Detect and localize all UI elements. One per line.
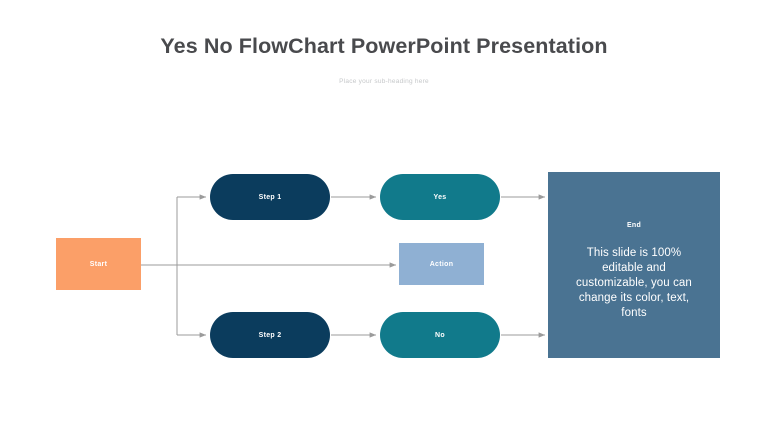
flow-node-no-label: No: [435, 331, 445, 339]
flow-node-start[interactable]: Start: [56, 238, 141, 290]
flow-node-end-body-text: This slide is 100% editable and customiz…: [576, 247, 692, 319]
flow-node-end[interactable]: End This slide is 100% editable and cust…: [548, 172, 720, 358]
flow-node-start-label: Start: [89, 260, 108, 268]
flow-node-action-label: Action: [429, 260, 454, 268]
page-title: Yes No FlowChart PowerPoint Presentation: [160, 34, 608, 58]
flow-node-end-label: End: [626, 222, 642, 229]
flow-node-step1[interactable]: Step 1: [210, 174, 330, 220]
flow-node-step1-label: Step 1: [258, 193, 282, 201]
flow-node-step2[interactable]: Step 2: [210, 312, 330, 358]
flow-node-step2-label: Step 2: [258, 331, 282, 339]
flow-node-yes-label: Yes: [433, 193, 447, 201]
flow-node-no[interactable]: No: [380, 312, 500, 358]
slide-subtitle: Place your sub-heading here: [339, 78, 429, 85]
flow-node-yes[interactable]: Yes: [380, 174, 500, 220]
flow-node-action[interactable]: Action: [399, 243, 484, 285]
